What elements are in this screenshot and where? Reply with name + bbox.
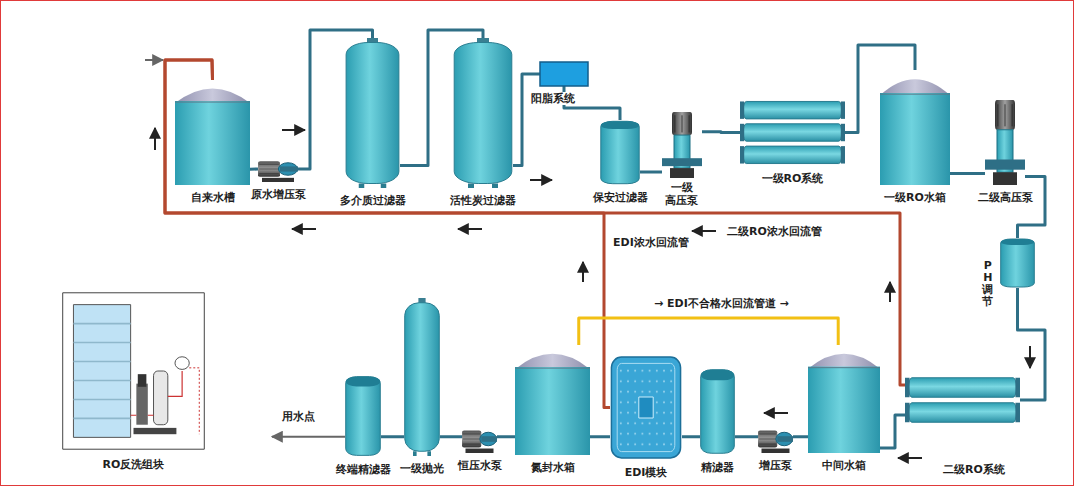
flow-arrow bbox=[889, 282, 891, 302]
equipment-label: 多介质过滤器 bbox=[339, 194, 407, 207]
ph-dosing-tank: PH调节 bbox=[1000, 238, 1035, 288]
equipment-label: 中间水箱 bbox=[821, 459, 867, 472]
pipe-connector bbox=[579, 318, 838, 345]
inlet-arrow bbox=[145, 59, 163, 61]
flow-arrow bbox=[1029, 346, 1031, 368]
ro-membranes-shape bbox=[740, 99, 845, 166]
pipe-connector bbox=[702, 130, 740, 134]
flow-arrow bbox=[692, 230, 716, 232]
outlet-arrow bbox=[272, 436, 345, 438]
water-tank-shape bbox=[880, 70, 950, 185]
pump-shape bbox=[462, 425, 497, 453]
equipment-label: 一级 高压泵 bbox=[663, 181, 701, 207]
edi-module-shape bbox=[610, 355, 682, 460]
equipment-label: RO反洗组块 bbox=[102, 458, 166, 471]
pipe-connector bbox=[682, 435, 700, 438]
water-tank: 自来水槽 bbox=[175, 80, 250, 185]
water-tank-shape bbox=[175, 80, 250, 185]
pipe-connector bbox=[793, 435, 808, 438]
filter-vessel-shape bbox=[453, 38, 513, 188]
pipe-connector bbox=[440, 435, 462, 438]
water-tank-shape bbox=[515, 345, 590, 455]
ro-membranes: 二级RO系统 bbox=[905, 375, 1020, 425]
equipment-label: 恒压水泵 bbox=[457, 459, 503, 472]
flow-arrow bbox=[154, 128, 156, 150]
high-pressure-pump-shape bbox=[662, 112, 702, 178]
equipment-label: 二级高压泵 bbox=[977, 191, 1034, 204]
backwash-inset-shape bbox=[62, 292, 205, 450]
pipe-connector bbox=[381, 435, 404, 438]
flow-arrow bbox=[764, 412, 788, 414]
fine-filter: 精滤器 bbox=[700, 368, 735, 455]
equipment-label: 精滤器 bbox=[700, 461, 735, 474]
equipment-label: 自来水槽 bbox=[190, 191, 236, 204]
flow-arrow bbox=[458, 228, 482, 230]
pipe-connector bbox=[1018, 288, 1046, 400]
pump: 恒压水泵 bbox=[462, 425, 497, 453]
ro-membranes-shape bbox=[905, 375, 1020, 425]
backwash-inset: RO反洗组块 bbox=[62, 292, 205, 450]
edi-module: EDI模块 bbox=[610, 355, 682, 460]
water-tank: 中间水箱 bbox=[808, 345, 880, 453]
high-pressure-pump: 二级高压泵 bbox=[985, 100, 1025, 185]
polishing-vessel: 一级抛光 bbox=[404, 298, 440, 456]
pipe-connector bbox=[735, 435, 758, 438]
pump-shape bbox=[258, 156, 298, 182]
pump: 增压泵 bbox=[758, 425, 793, 453]
equipment-label: PH调节 bbox=[979, 260, 998, 308]
polishing-vessel-shape bbox=[404, 298, 440, 456]
outlet-label: 用水点 bbox=[282, 410, 315, 423]
flow-arrow bbox=[898, 457, 922, 459]
equipment-label: 终端精滤器 bbox=[335, 463, 392, 476]
security-filter: 保安过滤器 bbox=[600, 120, 640, 185]
pipe-connector bbox=[250, 168, 258, 171]
water-tank: 一级RO水箱 bbox=[880, 70, 950, 185]
high-pressure-pump: 一级 高压泵 bbox=[662, 112, 702, 178]
equipment-label: EDI模块 bbox=[624, 466, 669, 479]
equipment-label: 原水增压泵 bbox=[250, 188, 307, 201]
pipe-connector bbox=[513, 74, 540, 166]
pipe-label: 二级RO浓水回流管 bbox=[725, 225, 824, 238]
equipment-label: 二级RO系统 bbox=[942, 463, 1006, 476]
pipe-label: EDI浓水回流管 bbox=[611, 236, 636, 250]
ro-membranes: 一级RO系统 bbox=[740, 99, 845, 166]
terminal-filter: 终端精滤器 bbox=[345, 375, 381, 457]
pipe-label: → EDI不合格水回流管道 → bbox=[652, 297, 791, 310]
ph-dosing-tank-shape bbox=[1000, 238, 1035, 288]
equipment-label: 一级抛光 bbox=[399, 462, 445, 475]
equipment-label: 保安过滤器 bbox=[592, 191, 649, 204]
pump: 原水增压泵 bbox=[258, 156, 298, 182]
pipe-connector bbox=[590, 435, 610, 438]
resin-system-shape bbox=[540, 62, 588, 86]
flow-arrow bbox=[530, 179, 552, 181]
flow-arrow bbox=[582, 262, 584, 282]
equipment-label: 活性炭过滤器 bbox=[449, 194, 517, 207]
pipe-connector bbox=[165, 60, 905, 385]
water-tank-shape bbox=[808, 345, 880, 453]
equipment-label: 增压泵 bbox=[758, 459, 793, 472]
equipment-label: 氮封水箱 bbox=[530, 461, 576, 474]
resin-system: 阳脂系统 bbox=[540, 62, 588, 86]
pipe-connector bbox=[640, 170, 662, 173]
flow-arrow bbox=[292, 228, 316, 230]
pipe-connector bbox=[950, 172, 985, 175]
water-tank: 氮封水箱 bbox=[515, 345, 590, 455]
equipment-label: 阳脂系统 bbox=[530, 92, 576, 105]
pump-shape bbox=[758, 425, 793, 453]
filter-vessel: 活性炭过滤器 bbox=[453, 38, 513, 188]
equipment-label: 一级RO水箱 bbox=[883, 191, 947, 204]
high-pressure-pump-shape bbox=[985, 100, 1025, 185]
terminal-filter-shape bbox=[345, 375, 381, 457]
pipe-connector bbox=[1018, 177, 1046, 239]
equipment-label: 一级RO系统 bbox=[761, 172, 825, 185]
filter-vessel: 多介质过滤器 bbox=[345, 38, 400, 188]
pipe-connector bbox=[880, 415, 905, 448]
pipe-connector bbox=[497, 435, 515, 438]
flow-arrow bbox=[282, 129, 305, 131]
fine-filter-shape bbox=[700, 368, 735, 455]
security-filter-shape bbox=[600, 120, 640, 185]
filter-vessel-shape bbox=[345, 38, 400, 188]
